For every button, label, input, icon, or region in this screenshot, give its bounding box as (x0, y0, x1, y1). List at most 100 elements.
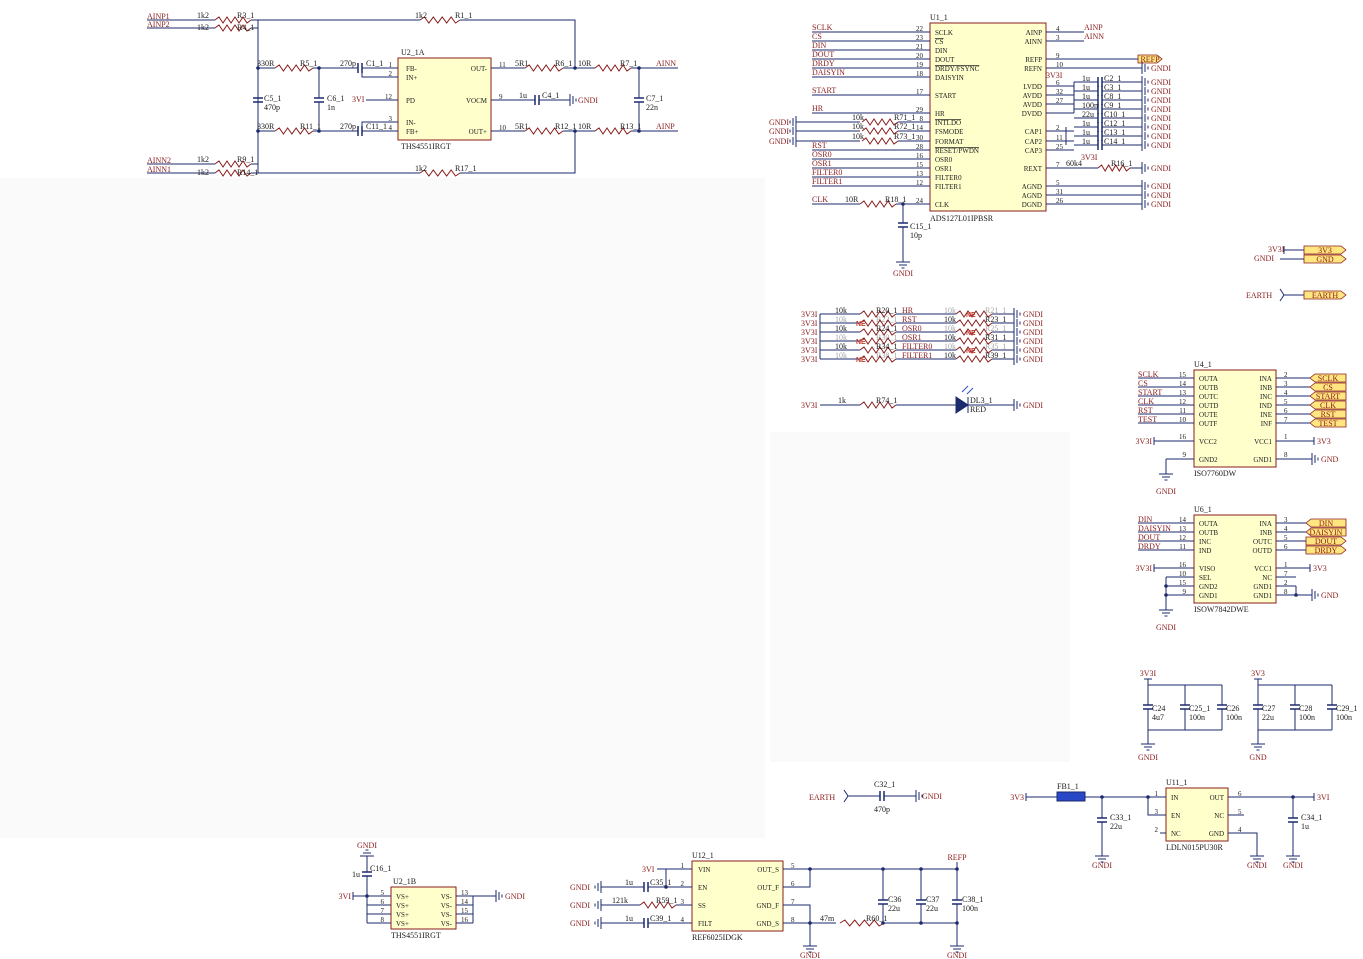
u1-net-label-hr: HR (812, 104, 824, 113)
u6-pin-name: GND1 (1253, 583, 1272, 591)
u2b-pin-num: 15 (461, 907, 469, 915)
net-port-label: TEST (1318, 419, 1337, 428)
ref6025-body (691, 860, 784, 932)
pullup-net-hr: HR (902, 306, 914, 315)
u1-net-label-drdy: DRDY (812, 59, 835, 68)
c1-ref: C1_1 (366, 59, 383, 68)
u1-pin-num: 32 (1056, 88, 1064, 96)
pullup-right-ref: R21_1 (985, 306, 1006, 315)
u1-decap-gnd-label: GNDI (1151, 141, 1171, 150)
c11-val: 270p (340, 122, 356, 131)
led-color: RED (970, 405, 986, 414)
decap-ref: C25_1 (1189, 704, 1210, 713)
u1-net-label-sclk: SCLK (812, 23, 833, 32)
r13-val: 10R (578, 122, 592, 131)
u1-pin-num: 11 (1056, 134, 1063, 142)
u6-pin-num: 6 (1284, 543, 1288, 551)
u1-decap-val: 1u (1082, 119, 1090, 128)
port-l2: GNDI (1254, 254, 1274, 263)
u4-pin-num: 2 (1284, 371, 1288, 379)
wire (361, 68, 398, 78)
u6-pin-name: OUTD (1253, 547, 1272, 555)
u2a-pin-name: OUT- (471, 65, 488, 73)
pullup-gnd-label: GNDI (1023, 346, 1043, 355)
junction (573, 129, 577, 133)
pullup-gnd-label: GNDI (1023, 328, 1043, 337)
pullup-right-val: 10k (944, 315, 956, 324)
u1-decap-gnd-label: GNDI (1151, 96, 1171, 105)
c7-ref: C7_1 (646, 94, 663, 103)
ref6025-gnd-label: GNDI (800, 951, 820, 959)
u2a-pin-num: 3 (389, 115, 393, 123)
ref6025-pin-name: GND_S (756, 920, 779, 928)
u6-pin-num: 3 (1284, 516, 1288, 524)
wire (361, 121, 398, 131)
pullup-right-res (955, 319, 993, 327)
rail-label: 3V3 (1317, 437, 1331, 446)
u1-pin-name: AVDD (1023, 101, 1042, 109)
junction (1164, 584, 1168, 588)
u4-pin-num: 7 (1284, 416, 1288, 424)
u1-net-label-daisyin: DAISYIN (812, 68, 845, 77)
ldo-pin-num: 2 (1155, 826, 1159, 834)
pullup-right-val: 10k (944, 306, 956, 315)
pullup-left-val: 10k (835, 351, 847, 360)
r13-ref: R13_1 (620, 122, 641, 131)
u1-pin-num: 10 (1056, 61, 1064, 69)
u4-pin-name: INB (1260, 384, 1272, 392)
r16 (1097, 164, 1131, 172)
r14-ref: R14_1 (237, 168, 258, 177)
u4-ref: U4_1 (1194, 360, 1212, 369)
ref-cap-ref: C38_1 (962, 895, 983, 904)
pullup-right-res (955, 355, 993, 363)
u1-decap-gnd-label: GNDI (1151, 114, 1171, 123)
rail-label: 3V3I (1136, 437, 1153, 446)
r1-val: 1k2 (415, 11, 427, 20)
u2b-pin-num: 7 (381, 907, 385, 915)
decoupling-groups: 3V3IC244u7C25_1100nC26100nGNDI3V3C2722uC… (1138, 669, 1357, 762)
net-port (1309, 373, 1347, 383)
r7-val: 10R (578, 59, 592, 68)
c15-ref: C15_1 (910, 222, 931, 231)
u2a-input-ainp1: AINP1 (147, 12, 170, 21)
u1-pin-num: 16 (916, 152, 924, 160)
u1-pin-num: 14 (916, 124, 924, 132)
decap-val: 100n (1189, 713, 1205, 722)
u1-pin-num: 17 (916, 88, 924, 96)
c6-ref: C6_1 (327, 94, 344, 103)
u6-pin-name: GND1 (1199, 592, 1218, 600)
c4-val: 1u (519, 91, 527, 100)
ldo-regulator: U11_1LDLN015PU30R3V3FB1_1C33_122uGNDIIN1… (1010, 778, 1330, 870)
u4-pin-num: 14 (1179, 380, 1187, 388)
net-port-label: DAISYIN (1310, 528, 1343, 537)
u4-left-net: RST (1138, 406, 1153, 415)
u1-net-label-cs: CS (812, 32, 822, 41)
u1-pin-name: RESET/PWDN (935, 147, 979, 155)
ldo-pin-num: 5 (1238, 808, 1242, 816)
u6-left-net: DRDY (1138, 542, 1161, 551)
u1-pin-name: AGND (1022, 183, 1042, 191)
junction (919, 921, 923, 925)
decap-val: 100n (1226, 713, 1242, 722)
ref6025-ref: U12_1 (692, 851, 714, 860)
u1-strap-ref: R73_1 (894, 132, 915, 141)
u1-decap-ref: C12_1 (1104, 119, 1125, 128)
r1 (419, 16, 461, 24)
u2a-pin-num: 11 (499, 61, 506, 69)
blank-area-left (0, 178, 765, 838)
r17-ref: R17_1 (455, 164, 476, 173)
u2b-pin-num: 14 (461, 898, 469, 906)
u2a-input-ainn1: AINN1 (147, 165, 171, 174)
wire (460, 19, 576, 68)
c33-gnd-label: GNDI (1092, 861, 1112, 870)
decap-val: 100n (1336, 713, 1352, 722)
u1-strap-res (861, 137, 899, 145)
r16-rail: 3V3I (1081, 153, 1098, 162)
u4-left-net: CS (1138, 379, 1148, 388)
pullup-right-res (955, 328, 993, 336)
pullup-gnd-label: GNDI (1023, 337, 1043, 346)
u2a-pin-name: IN+ (406, 74, 417, 82)
u4-pin-num: 1 (1284, 433, 1288, 441)
u6-pin-name: NC (1262, 574, 1272, 582)
u4-pin-name: GND2 (1199, 456, 1218, 464)
